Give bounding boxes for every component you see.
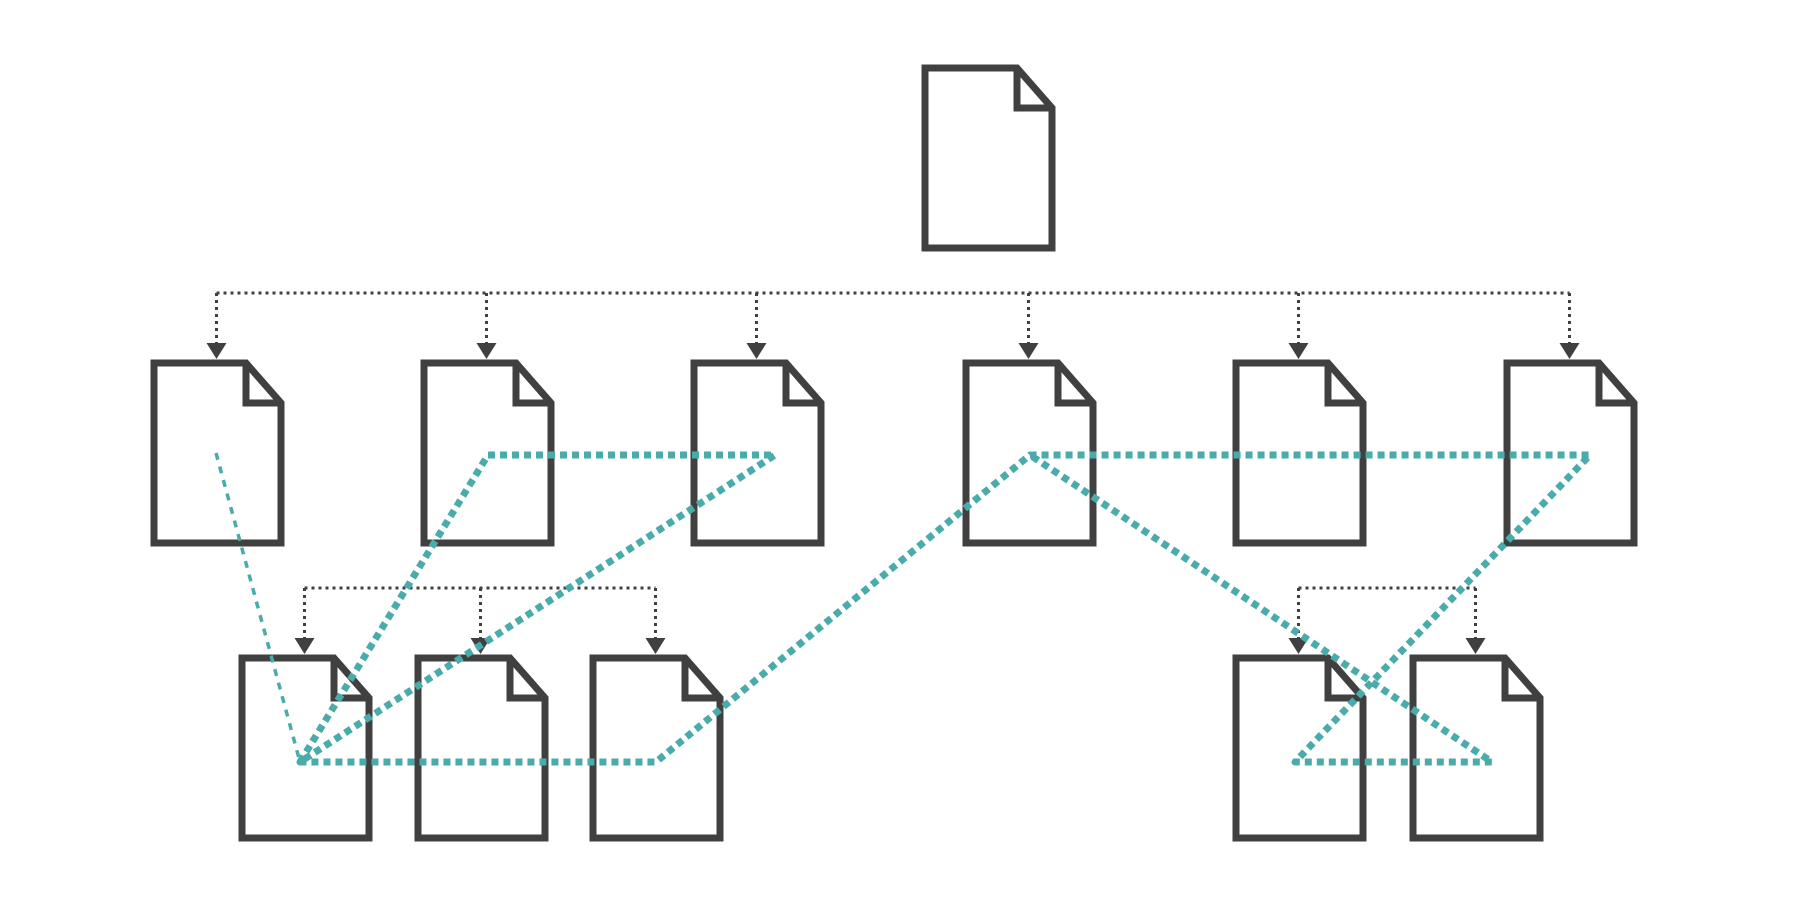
level2-doc-2-document-icon[interactable] — [418, 658, 545, 838]
arrow-down-icon — [1288, 638, 1309, 654]
cross-link-path — [214, 452, 302, 763]
level1-doc-2-document-icon[interactable] — [424, 363, 551, 543]
arrow-down-icon — [1288, 343, 1309, 359]
level2-doc-3-document-icon[interactable] — [593, 658, 720, 838]
document-icon — [593, 658, 720, 838]
root-document-document-icon[interactable] — [925, 68, 1052, 248]
document-icon — [418, 658, 545, 838]
document-icon — [925, 68, 1052, 248]
arrow-down-icon — [1559, 343, 1580, 359]
documents — [154, 68, 1634, 838]
document-icon — [1236, 658, 1363, 838]
document-icon — [424, 363, 551, 543]
cross-link-path — [296, 451, 1594, 766]
arrow-down-icon — [206, 343, 227, 359]
arrow-down-icon — [1465, 638, 1486, 654]
arrow-down-icon — [294, 638, 315, 654]
arrow-down-icon — [645, 638, 666, 654]
level2-doc-4-document-icon[interactable] — [1236, 658, 1363, 838]
arrow-down-icon — [1018, 343, 1039, 359]
hierarchy-connectors — [206, 291, 1580, 654]
cross-links — [214, 451, 1594, 766]
arrow-down-icon — [476, 343, 497, 359]
arrow-down-icon — [746, 343, 767, 359]
